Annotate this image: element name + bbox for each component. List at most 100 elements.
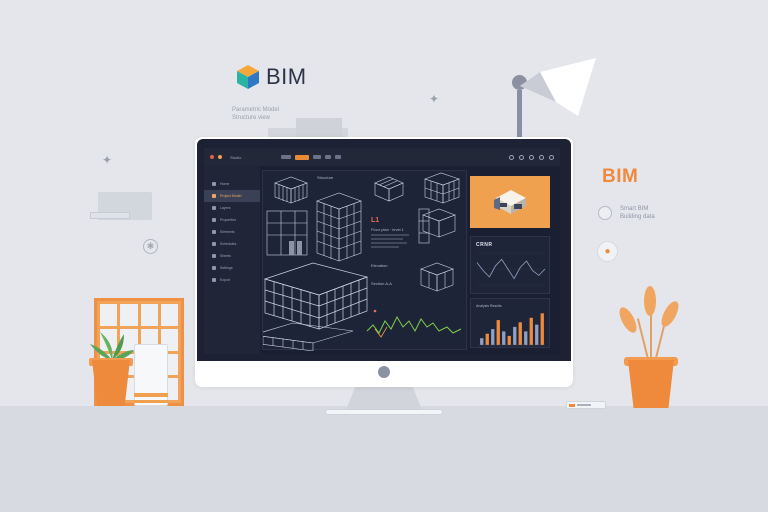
power-button[interactable] [378,366,390,378]
sidebar-item-schedules[interactable]: Schedules [204,238,260,250]
render-preview-card[interactable] [470,176,550,228]
line-chart [476,252,546,286]
home-icon [212,182,216,186]
wireframe-plan [371,234,409,248]
monitor-foot [325,409,443,415]
bar-chart-card[interactable]: Analysis Results [470,298,550,348]
marker-dot [373,309,377,313]
sidebar-item-project-model[interactable]: Project Model [204,190,260,202]
sidebar-item-label: Layers [220,206,231,210]
canvas-label-level-note: Floor plan · level 1 [371,227,404,232]
small-tag-card [566,401,606,409]
sidebar-item-label: Schedules [220,242,237,246]
bar-chart-bar [524,331,528,345]
side-caption: Smart BIM Building data [620,205,655,221]
sidebar-item-layers[interactable]: Layers [204,202,260,214]
bar-chart-bar [502,331,506,345]
share-icon[interactable] [529,154,534,160]
canvas-label-elevation: Elevation [371,263,388,268]
plant-leaf [644,286,656,316]
brand-logo: BIM [236,64,307,90]
desk-lamp-shade [520,58,596,116]
bar-chart-bar [513,326,517,345]
brand-tagline: Parametric Model Structure view [232,106,279,122]
plant-stem [650,300,652,360]
line-chart-card[interactable]: CRNR [470,236,550,294]
right-panel: CRNR Analysis Results [470,170,552,350]
export-icon [212,278,216,282]
sidebar-item-sheets[interactable]: Sheets [204,250,260,262]
radio-circle-icon [598,206,612,220]
wireframe-low-building [263,322,354,351]
bar-chart-title: Analysis Results [476,304,502,308]
app-window: Studio Home Project Model Layers Propert… [204,148,560,354]
gear-icon [212,266,216,270]
plant-leaf [658,298,682,330]
wireframe-elevation [266,210,308,256]
side-title: BIM [602,166,639,187]
sidebar-item-label: Elements [220,230,235,234]
background-panel [296,118,342,140]
bar-chart-bar [529,317,533,345]
sidebar: Home Project Model Layers Properties Ele… [204,166,260,354]
canvas-label-level: L1 [371,217,380,224]
side-caption-line: Building data [620,214,655,220]
plant-stem [636,318,650,360]
wireframe-drawings [263,172,462,351]
wireframe-block [420,262,454,292]
sidebar-item-label: Settings [220,266,233,270]
flame-icon: ● [597,241,618,262]
line-chart-series [476,258,546,280]
bar-chart-bar [491,329,495,345]
sidebar-item-label: Export [220,278,231,282]
line-chart-title: CRNR [476,242,493,248]
signal-trace [366,315,462,334]
monitor-neck [346,387,422,410]
plant-pot [92,360,130,406]
toolbar-tool-active[interactable] [295,154,310,160]
tagline-line: Parametric Model [232,107,280,113]
sidebar-item-settings[interactable]: Settings [204,262,260,274]
user-icon[interactable] [549,154,554,160]
plant-leaves-icon [90,332,134,360]
house-render-icon [494,190,526,214]
canvas-label-section: Section A-A [371,281,392,286]
background-card-bar [90,212,130,219]
desk-lamp-pole [517,90,522,140]
sidebar-item-properties[interactable]: Properties [204,214,260,226]
list-icon [212,218,216,222]
table-icon [212,242,216,246]
sidebar-item-home[interactable]: Home [204,178,260,190]
sidebar-item-elements[interactable]: Elements [204,226,260,238]
layers-icon[interactable] [519,154,524,160]
signal-trace-highlight [374,326,388,338]
sidebar-item-label: Home [220,182,230,186]
cube-logo-icon [237,65,259,89]
minimize-window-button[interactable] [218,155,222,159]
toolbar-right [509,154,554,160]
tagline-line: Structure view [232,115,271,121]
view-icon[interactable] [509,154,514,160]
sidebar-item-label: Sheets [220,254,231,258]
bar-chart-bar [507,335,511,345]
side-caption-line: Smart BIM [620,206,649,212]
brand-logo-text: BIM [266,64,307,89]
model-canvas[interactable]: Structure L1 Floor plan · level 1 Elevat… [262,170,467,351]
toolbar-tool[interactable] [335,155,342,159]
toolbar-tool[interactable] [325,155,332,159]
bar-chart [479,313,545,346]
bar-chart-bar [496,320,500,345]
wireframe-structure [418,208,456,244]
sidebar-item-label: Properties [220,218,236,222]
sidebar-item-export[interactable]: Export [204,274,260,286]
wireframe-iso-small [274,176,308,204]
toolbar-tool[interactable] [281,155,292,159]
toolbar [281,154,342,160]
sheet-icon [212,254,216,258]
close-window-button[interactable] [210,155,214,159]
bar-chart-bar [540,313,544,345]
binder-stripe [134,393,168,397]
settings-icon[interactable] [539,154,544,160]
toolbar-tool[interactable] [313,155,322,159]
bar-chart-bar [518,322,522,345]
